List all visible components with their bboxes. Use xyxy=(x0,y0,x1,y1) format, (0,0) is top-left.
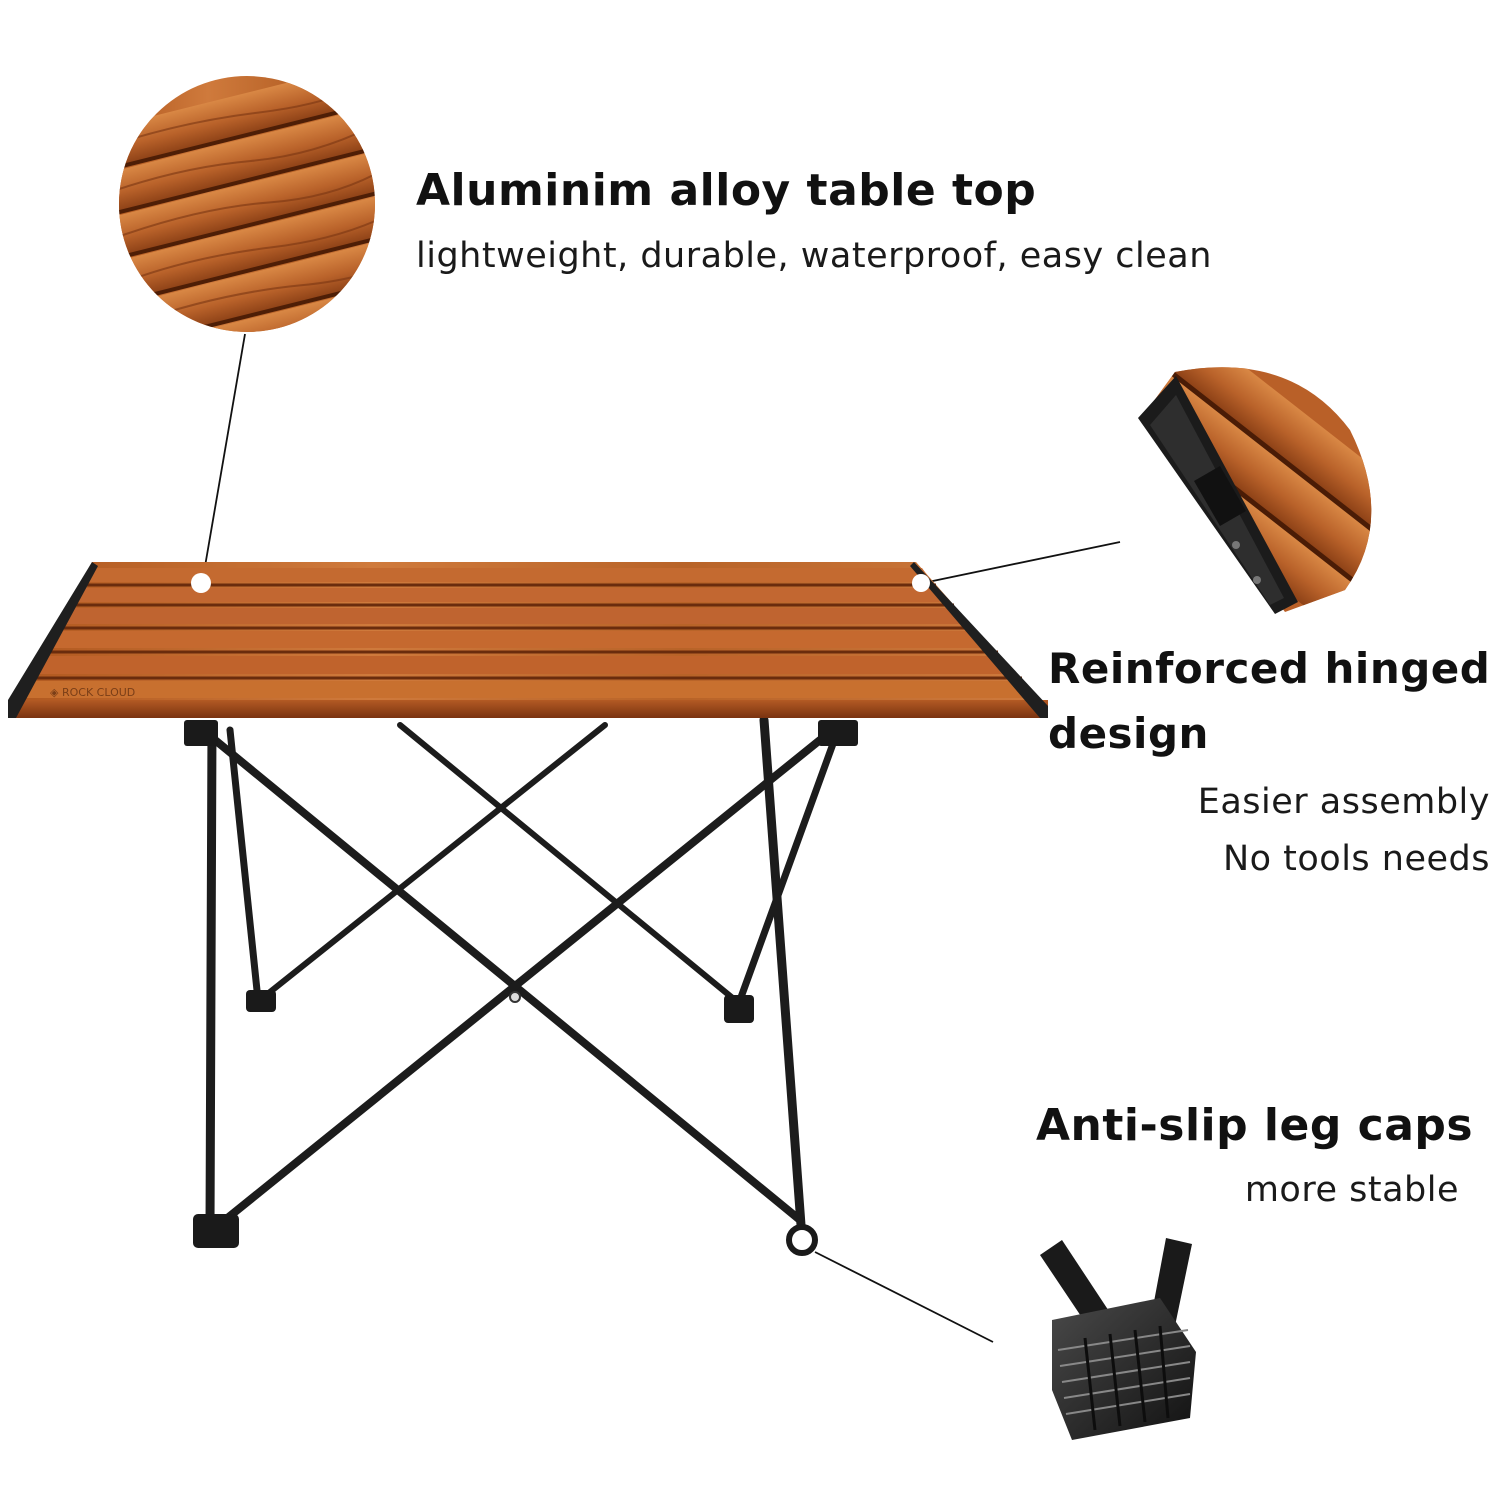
hinge-title-line2: design xyxy=(1048,709,1209,759)
hinge-title-line1: Reinforced hinged xyxy=(1048,644,1491,693)
leg-caps xyxy=(184,720,858,1248)
hinge-callout-line xyxy=(927,541,1121,583)
hinge-feature-subtitle-line1: Easier assembly xyxy=(1197,782,1490,822)
table-leg-frame xyxy=(205,715,842,1233)
hinge-detail-image xyxy=(1138,367,1372,614)
leg-cap-highlight xyxy=(786,1224,818,1256)
legcaps-callout-line xyxy=(814,1251,994,1343)
tabletop-feature-title: Aluminim alloy table top xyxy=(416,165,1037,216)
table-top: ◈ ROCK CLOUD xyxy=(8,562,1048,718)
hinge-feature-subtitle-line2: No tools needs xyxy=(1222,839,1490,879)
tabletop-feature-subtitle: lightweight, durable, waterproof, easy c… xyxy=(416,236,1212,276)
hinge-callout-dot xyxy=(912,574,930,592)
svg-text:◈ ROCK CLOUD: ◈ ROCK CLOUD xyxy=(50,686,135,699)
tabletop-callout-dot xyxy=(191,573,211,593)
legcaps-feature-title: Anti-slip leg caps xyxy=(1036,1100,1474,1151)
legcaps-feature-subtitle: more stable xyxy=(1244,1170,1459,1210)
tabletop-callout-line xyxy=(202,333,246,579)
tabletop-detail-circle xyxy=(119,76,375,332)
leg-cap-detail-image xyxy=(1040,1238,1196,1440)
hinge-feature-title: Reinforced hinged design xyxy=(1048,636,1490,766)
